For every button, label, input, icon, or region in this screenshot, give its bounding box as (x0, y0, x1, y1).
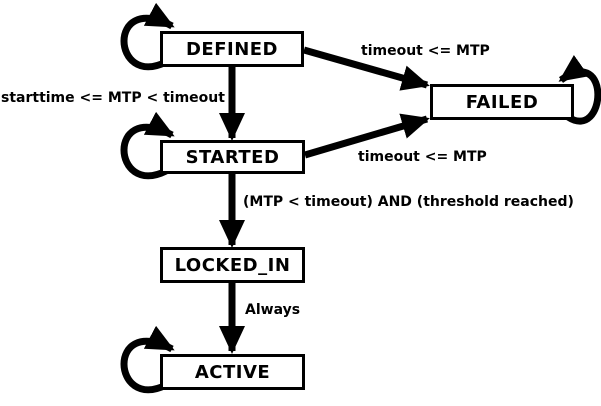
state-locked-in-label: LOCKED_IN (174, 254, 291, 276)
state-started-label: STARTED (185, 146, 280, 168)
state-failed: FAILED (430, 84, 574, 120)
edge-label-locked-in-to-active: Always (245, 302, 301, 318)
edge-defined-to-failed (303, 46, 430, 91)
state-defined-label: DEFINED (185, 38, 279, 60)
self-loop-started (120, 111, 175, 180)
edge-label-defined-to-started: starttime <= MTP < timeout (1, 90, 225, 106)
state-failed-label: FAILED (465, 91, 539, 113)
self-loop-active (120, 325, 175, 394)
state-active-label: ACTIVE (194, 361, 271, 383)
edge-started-to-failed (304, 113, 430, 159)
edge-label-defined-to-failed: timeout <= MTP (361, 43, 490, 59)
edge-label-started-to-failed: timeout <= MTP (358, 149, 487, 165)
state-defined: DEFINED (160, 31, 304, 67)
self-loop-failed (558, 54, 601, 125)
self-loop-defined (120, 2, 175, 71)
state-started: STARTED (160, 140, 305, 174)
state-locked-in: LOCKED_IN (160, 247, 305, 283)
state-active: ACTIVE (160, 354, 305, 390)
edge-label-started-to-locked-in: (MTP < timeout) AND (threshold reached) (243, 194, 574, 210)
